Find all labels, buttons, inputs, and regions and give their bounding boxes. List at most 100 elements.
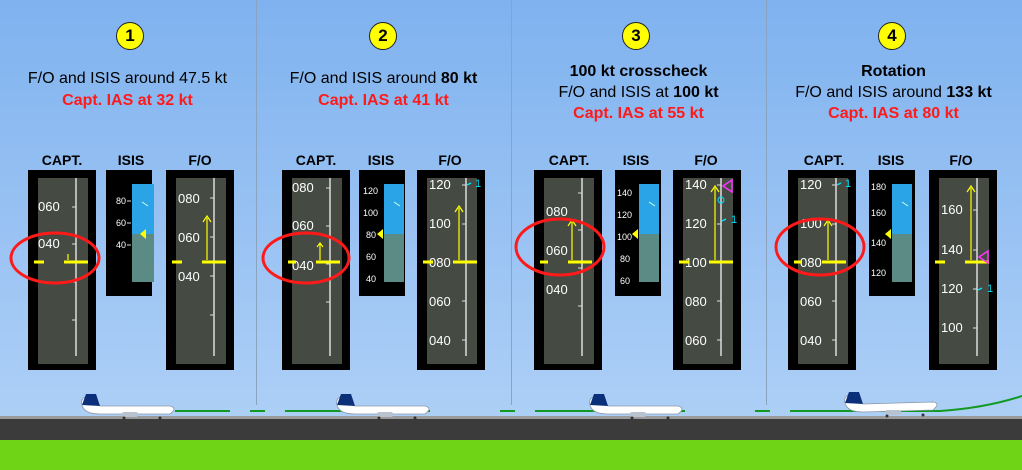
capt-ias-highlight-circle <box>774 217 866 277</box>
fo-tick-label: 080 <box>178 191 200 206</box>
fo-tick-label: 080 <box>685 294 707 309</box>
isis-ground <box>892 234 912 282</box>
capt-ias-note: Capt. IAS at 80 kt <box>828 105 959 122</box>
capt-tick-label: 080 <box>546 204 568 219</box>
phase-panel-4: 4 Rotation F/O and ISIS around 133 kt Ca… <box>766 0 1021 400</box>
runway-edge <box>0 416 1022 419</box>
capt-tick-label: 120 <box>800 177 822 192</box>
fo-speed-trend-arrow <box>454 204 464 213</box>
capt-ias-note: Capt. IAS at 41 kt <box>318 92 449 109</box>
isis-tick-label: 120 <box>617 210 632 220</box>
instrument-group: 060 040 80 60 40 080 060 <box>9 170 234 370</box>
isis-pointer <box>901 201 909 207</box>
phase-speed-line: F/O and ISIS around 47.5 kt <box>27 70 228 87</box>
isis-tick-label: 100 <box>363 208 378 218</box>
v1-label: 1 <box>475 178 481 190</box>
capt-tick-label: 040 <box>38 236 60 251</box>
isis-pointer <box>393 201 401 207</box>
fo-tick-label: 060 <box>178 230 200 245</box>
phase-speed-line: F/O and ISIS around 133 kt <box>795 84 992 101</box>
isis-tick-label: 100 <box>617 232 632 242</box>
instrument-group: 080 060 040 120 100 80 60 40 120 1 <box>261 170 485 370</box>
panel-divider <box>511 0 512 405</box>
capt-ias-note: Capt. IAS at 55 kt <box>573 105 704 122</box>
isis-label: ISIS <box>622 152 650 168</box>
isis-label: ISIS <box>117 152 145 168</box>
fo-speed-trend-arrow <box>202 214 212 223</box>
capt-tick-label: 080 <box>800 255 822 270</box>
isis-tick-label: 60 <box>620 276 630 286</box>
capt-label: CAPT. <box>295 152 337 168</box>
fo-tape <box>939 178 989 364</box>
isis-tick-label: 120 <box>363 186 378 196</box>
isis-tick-label: 80 <box>116 196 126 206</box>
panel-divider <box>766 0 767 405</box>
v1-label: 1 <box>845 178 851 190</box>
isis-speed-index <box>377 229 383 239</box>
capt-tick-label: 040 <box>292 258 314 273</box>
panel-divider <box>256 0 257 405</box>
capt-tick-label: 040 <box>800 333 822 348</box>
isis-tick-label: 60 <box>366 252 376 262</box>
phase-panel-2: 2 F/O and ISIS around 80 kt Capt. IAS at… <box>256 0 511 400</box>
isis-tick-label: 140 <box>617 188 632 198</box>
isis-ground <box>639 234 659 282</box>
phase-number-badge: 3 <box>622 22 650 50</box>
capt-label: CAPT. <box>548 152 590 168</box>
fo-label: F/O <box>694 152 718 168</box>
grass <box>0 440 1022 470</box>
aircraft-icon <box>589 394 683 420</box>
fo-tape <box>427 178 477 364</box>
vr-marker <box>977 249 989 265</box>
fo-tick-label: 160 <box>941 202 963 217</box>
fo-speed-trend-arrow <box>966 184 976 193</box>
capt-label: CAPT. <box>803 152 845 168</box>
capt-ias-highlight-circle <box>261 231 351 285</box>
speed-marker <box>717 196 725 204</box>
instrument-group: 120 100 080 060 040 1 180 160 140 120 <box>774 170 997 370</box>
aircraft-icon <box>81 394 175 420</box>
capt-speed-trend-arrow <box>316 242 324 248</box>
capt-label: CAPT. <box>41 152 83 168</box>
isis-pointer <box>648 201 656 207</box>
isis-sky <box>892 184 912 234</box>
aircraft-icon <box>336 394 430 420</box>
v1-marker <box>977 287 983 291</box>
capt-tape <box>38 178 88 364</box>
isis-sky <box>639 184 659 234</box>
phase-number-badge: 4 <box>878 22 906 50</box>
v1-label: 1 <box>731 214 737 226</box>
capt-tick-label: 080 <box>292 180 314 195</box>
aircraft-icon <box>844 392 938 418</box>
capt-ias-highlight-circle <box>9 231 101 285</box>
isis-tick-label: 40 <box>366 274 376 284</box>
isis-ground <box>132 234 154 282</box>
fo-tick-label: 080 <box>429 255 451 270</box>
fo-label: F/O <box>949 152 973 168</box>
capt-ias-note: Capt. IAS at 32 kt <box>62 92 193 109</box>
phase-speed-line: F/O and ISIS at 100 kt <box>558 84 719 101</box>
isis-tick-label: 120 <box>871 268 886 278</box>
isis-sky <box>384 184 404 234</box>
fo-tick-label: 120 <box>941 281 963 296</box>
fo-tick-label: 120 <box>429 177 451 192</box>
fo-tick-label: 060 <box>685 333 707 348</box>
fo-speed-trend-arrow <box>710 184 720 193</box>
isis-pointer <box>141 201 149 207</box>
runway-scene <box>0 392 1022 470</box>
isis-ground <box>384 234 404 282</box>
phase-panel-3: 3 100 kt crosscheck F/O and ISIS at 100 … <box>511 0 766 400</box>
isis-label: ISIS <box>877 152 905 168</box>
capt-tape <box>292 178 342 364</box>
capt-tick-label: 060 <box>800 294 822 309</box>
capt-tick-label: 060 <box>38 199 60 214</box>
isis-sky <box>132 184 154 234</box>
isis-tick-label: 180 <box>871 182 886 192</box>
instrument-group: 080 060 040 140 120 100 80 60 140 <box>514 170 741 370</box>
v1-marker <box>836 182 842 186</box>
phase-panel-1: 1 F/O and ISIS around 47.5 kt Capt. IAS … <box>0 0 255 400</box>
capt-ias-highlight-circle <box>514 217 606 277</box>
fo-tick-label: 060 <box>429 294 451 309</box>
isis-tick-label: 140 <box>871 238 886 248</box>
